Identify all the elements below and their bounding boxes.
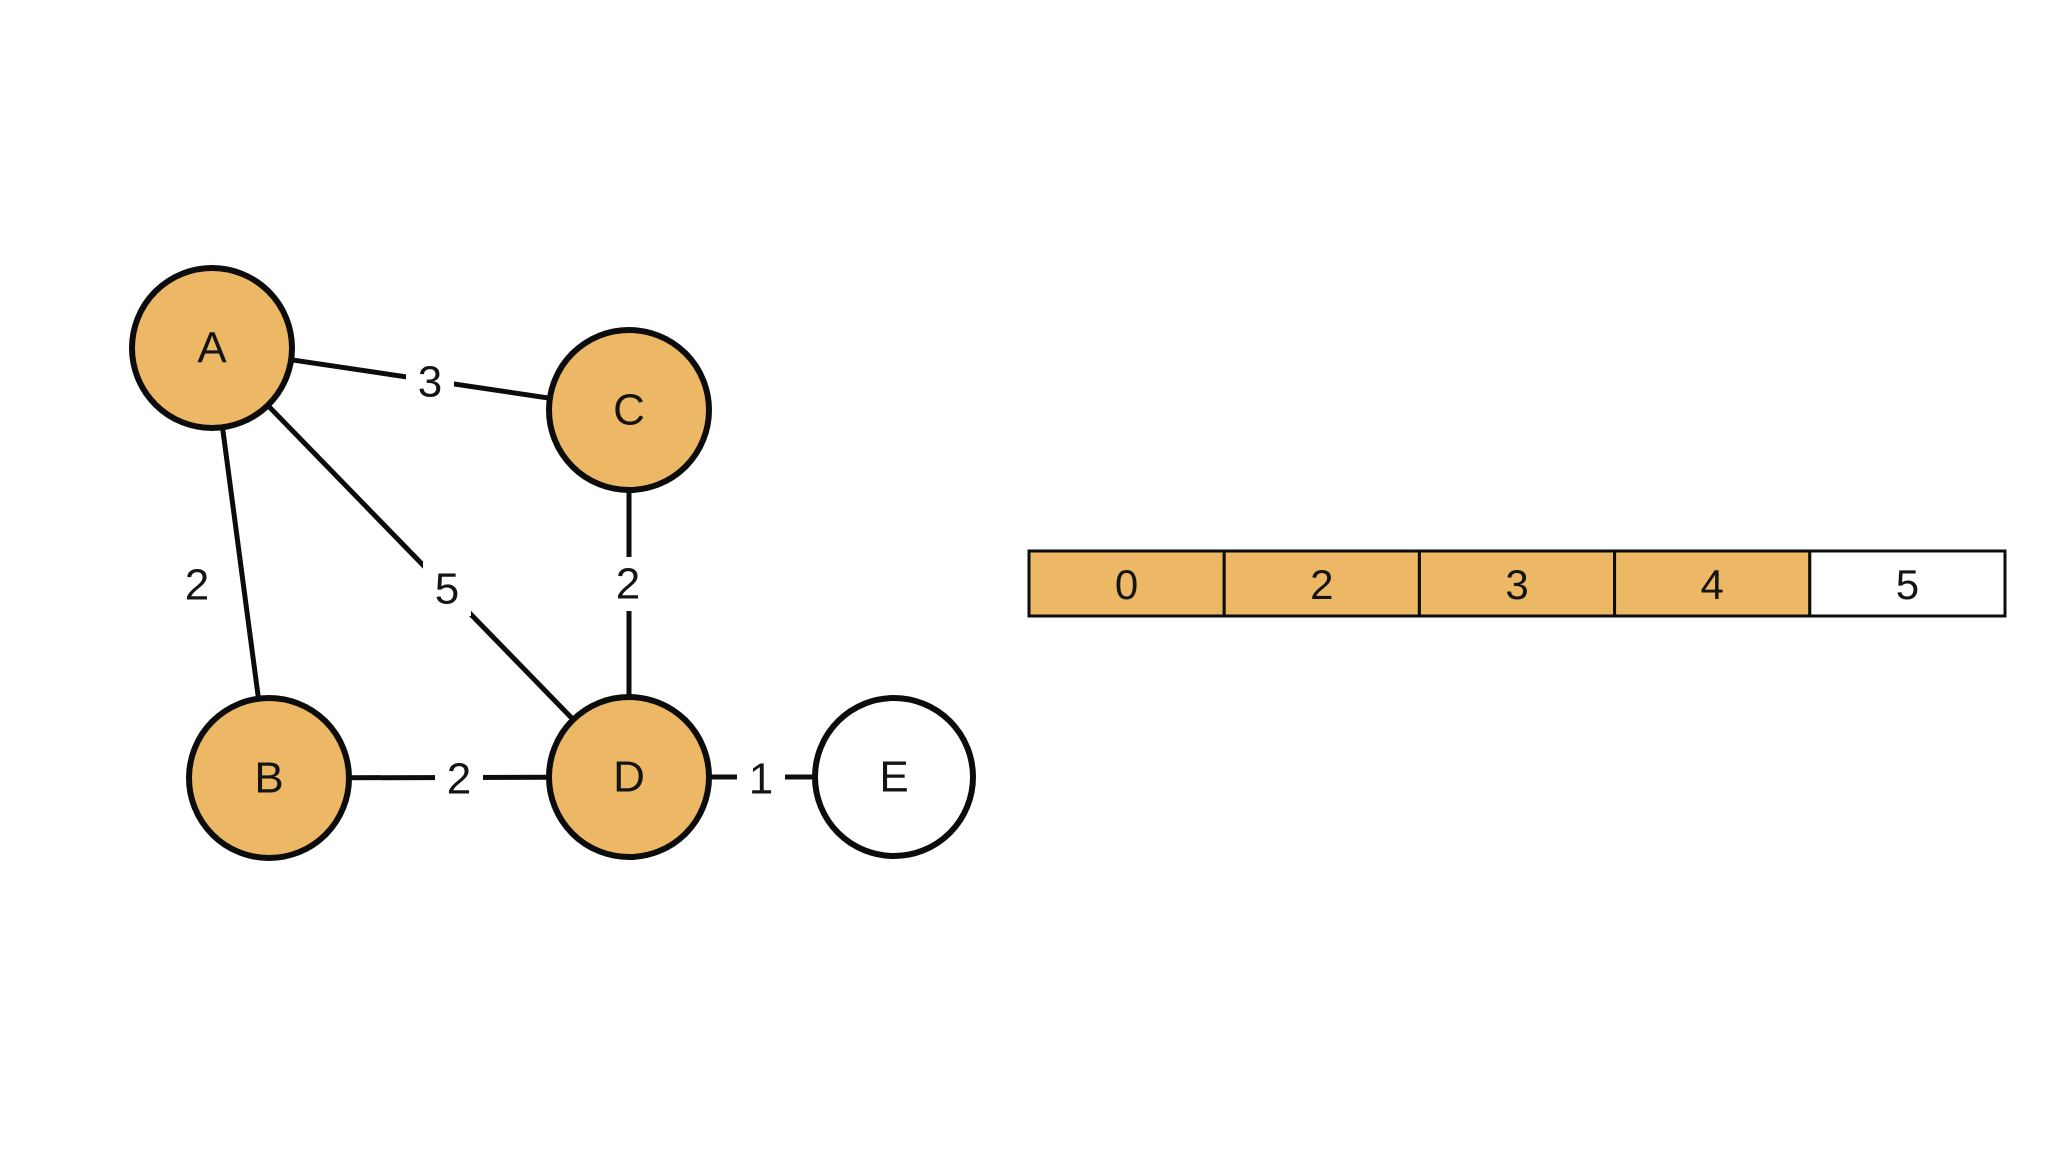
edge-weight-A-C: 3 — [418, 358, 442, 407]
array-cell-value-4: 5 — [1896, 561, 1919, 608]
edge-weight-bg-A-B — [173, 558, 221, 612]
node-label-C: C — [613, 386, 645, 435]
array-cell-value-0: 0 — [1115, 561, 1138, 608]
array-cell-value-3: 4 — [1701, 561, 1724, 608]
node-label-E: E — [879, 753, 908, 802]
graph-node-B — [186, 695, 352, 861]
node-label-B: B — [254, 754, 283, 803]
array-cell-2 — [1417, 549, 1617, 618]
edge-weight-A-B: 2 — [185, 561, 209, 610]
edge-weight-bg-D-E — [737, 752, 785, 806]
edge-weight-D-E: 1 — [749, 755, 773, 804]
graph-node-C — [546, 327, 712, 493]
edge-weight-B-D: 2 — [447, 755, 471, 804]
array-cell-value-1: 2 — [1310, 561, 1333, 608]
edge-weight-C-D: 2 — [616, 560, 640, 609]
graph-node-D — [546, 694, 712, 860]
edge-weight-A-D: 5 — [435, 565, 459, 614]
edge-weight-bg-A-D — [423, 562, 471, 616]
node-label-A: A — [197, 324, 227, 373]
edge-weight-bg-C-D — [604, 557, 652, 611]
array-cell-value-2: 3 — [1505, 561, 1528, 608]
graph-node-E — [812, 695, 976, 859]
edge-weight-bg-A-C — [406, 355, 454, 409]
edge-A-D — [209, 345, 632, 780]
graph-node-A — [129, 265, 295, 431]
edge-weight-bg-B-D — [435, 752, 483, 806]
node-label-D: D — [613, 753, 645, 802]
distance-array-outline — [1027, 549, 2007, 618]
